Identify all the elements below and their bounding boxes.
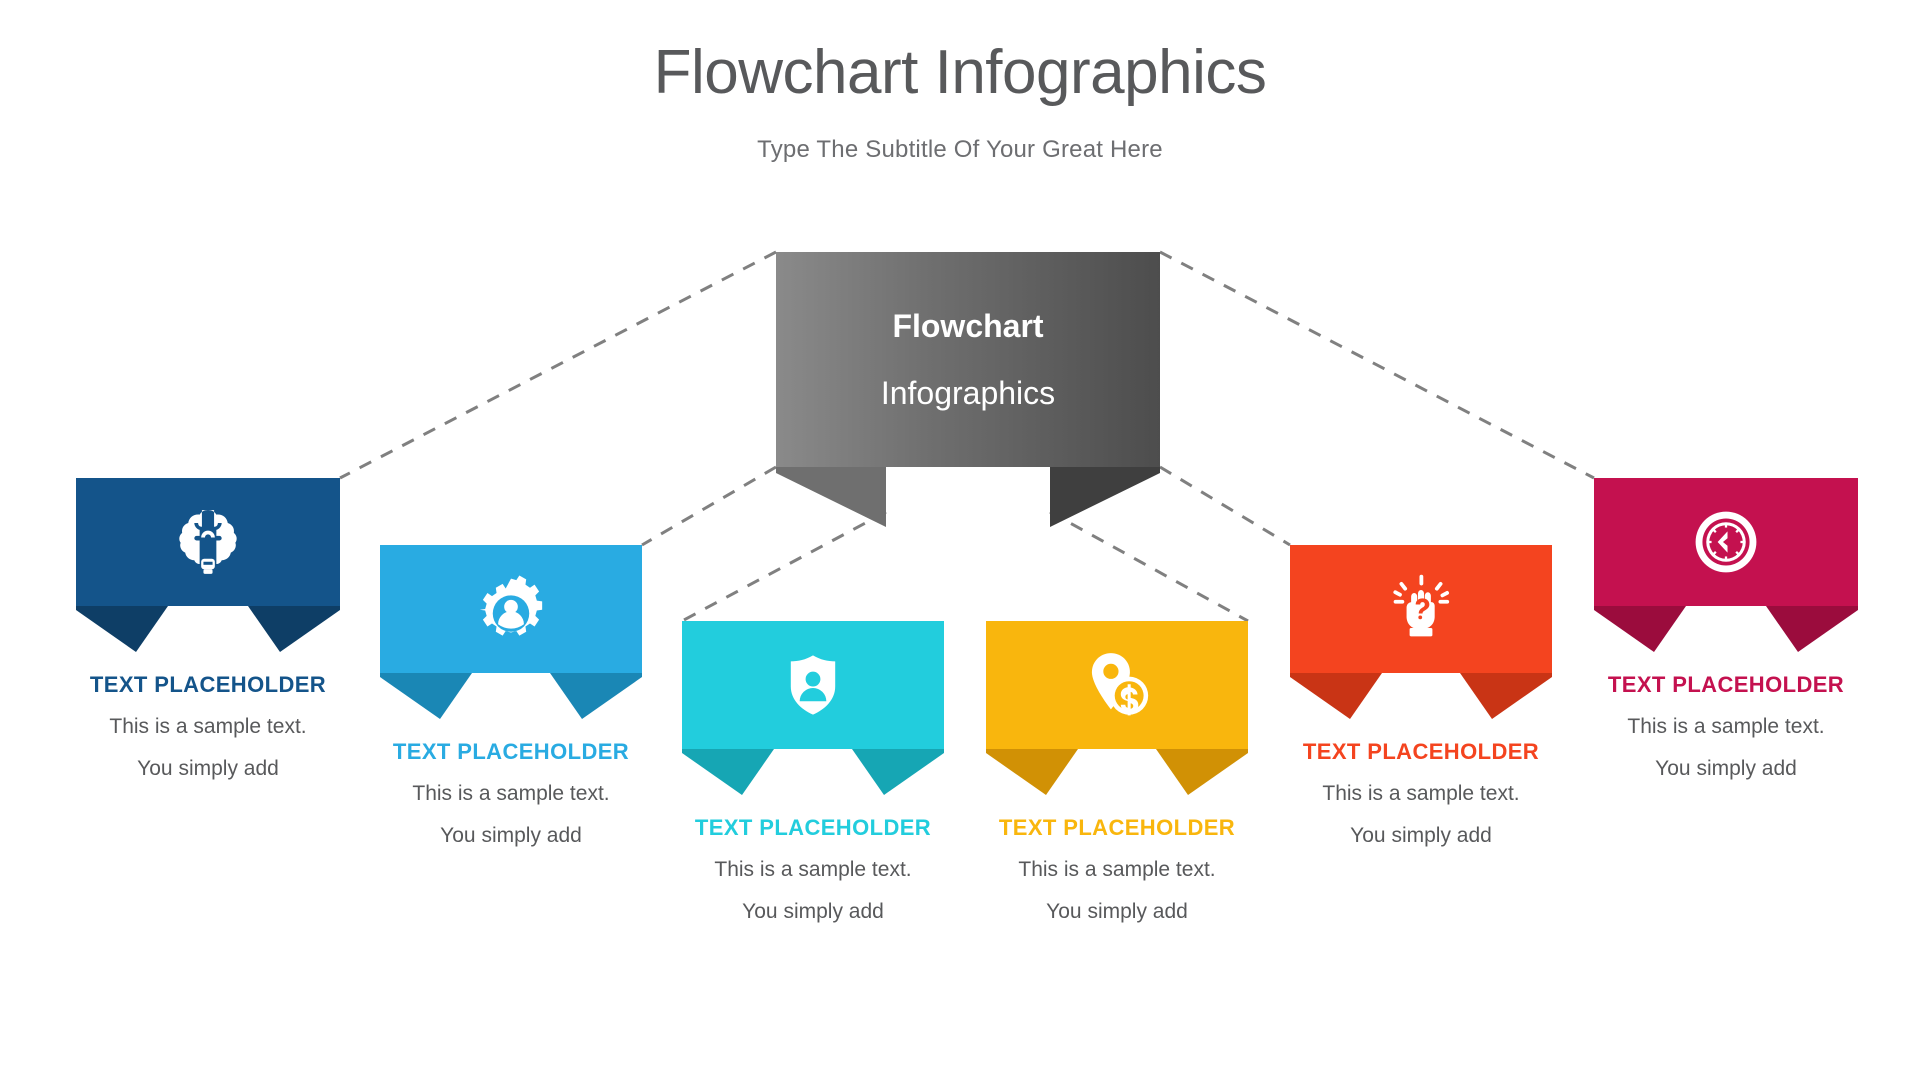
- card-label-group: TEXT PLACEHOLDER This is a sample text. …: [1608, 672, 1844, 781]
- card-panel: [682, 621, 944, 749]
- card-label-group: TEXT PLACEHOLDER This is a sample text. …: [393, 739, 629, 848]
- card-text-line1: This is a sample text.: [412, 782, 610, 806]
- card-text-line2: You simply add: [1046, 899, 1188, 923]
- edge-root-to-3: [681, 510, 887, 623]
- card-panel: [380, 545, 642, 673]
- hub-text-group: Flowchart Infographics: [776, 252, 1160, 467]
- card-gear-user[interactable]: TEXT PLACEHOLDER This is a sample text. …: [380, 545, 642, 847]
- card-brain[interactable]: TEXT PLACEHOLDER This is a sample text. …: [76, 478, 340, 780]
- card-idea-hand[interactable]: TEXT PLACEHOLDER This is a sample text. …: [1290, 545, 1552, 847]
- page-title: Flowchart Infographics: [653, 38, 1267, 107]
- card-text-line2: You simply add: [440, 823, 582, 847]
- card-label-group: TEXT PLACEHOLDER This is a sample text. …: [695, 815, 931, 924]
- card-text-line1: This is a sample text.: [1322, 782, 1520, 806]
- edge-root-to-2: [641, 465, 777, 547]
- card-panel: [986, 621, 1248, 749]
- hub-body: [776, 252, 1160, 467]
- card-label-group: TEXT PLACEHOLDER This is a sample text. …: [999, 815, 1235, 924]
- hub-subtitle: Infographics: [880, 374, 1056, 411]
- hub-tail-right: [1050, 467, 1160, 527]
- card-title: TEXT PLACEHOLDER: [1607, 672, 1845, 697]
- card-text-line1: This is a sample text.: [1018, 858, 1216, 882]
- gear-user-icon: [479, 575, 543, 636]
- edge-root-to-1: [339, 250, 777, 480]
- edge-root-to-4: [1049, 510, 1249, 623]
- card-panel: [1594, 478, 1858, 606]
- card-tails: [1594, 606, 1858, 652]
- hand-idea-icon: [1393, 574, 1450, 637]
- card-label-group: TEXT PLACEHOLDER This is a sample text. …: [1303, 739, 1539, 848]
- card-text-line2: You simply add: [1350, 823, 1492, 847]
- shield-user-icon: [790, 655, 836, 715]
- clock-icon: [1695, 511, 1757, 573]
- card-title: TEXT PLACEHOLDER: [392, 739, 630, 764]
- card-title: TEXT PLACEHOLDER: [998, 815, 1236, 840]
- card-tails: [986, 749, 1248, 795]
- card-tails: [380, 673, 642, 719]
- card-panel: [76, 478, 340, 606]
- card-title: TEXT PLACEHOLDER: [89, 672, 327, 697]
- card-text-line2: You simply add: [742, 899, 884, 923]
- card-panel: [1290, 545, 1552, 673]
- card-pin-money[interactable]: TEXT PLACEHOLDER This is a sample text. …: [986, 621, 1248, 923]
- brain-bulb-icon: [179, 510, 237, 574]
- card-text-line2: You simply add: [1655, 756, 1797, 780]
- card-shield-user[interactable]: TEXT PLACEHOLDER This is a sample text. …: [682, 621, 944, 923]
- card-clock[interactable]: TEXT PLACEHOLDER This is a sample text. …: [1594, 478, 1858, 780]
- card-text-line1: This is a sample text.: [109, 715, 307, 739]
- card-title: TEXT PLACEHOLDER: [1302, 739, 1540, 764]
- card-title: TEXT PLACEHOLDER: [694, 815, 932, 840]
- page-subtitle: Type The Subtitle Of Your Great Here: [757, 136, 1163, 163]
- hub-tail-left: [776, 467, 886, 527]
- card-tails: [1290, 673, 1552, 719]
- card-label-group: TEXT PLACEHOLDER This is a sample text. …: [90, 672, 326, 781]
- card-tails: [682, 749, 944, 795]
- card-text-line1: This is a sample text.: [714, 858, 912, 882]
- hub-title: Flowchart: [892, 307, 1044, 344]
- card-tails: [76, 606, 340, 652]
- edge-root-to-5: [1159, 465, 1291, 547]
- pin-dollar-icon: [1091, 653, 1149, 716]
- edge-root-to-6: [1159, 250, 1595, 480]
- card-text-line1: This is a sample text.: [1627, 715, 1825, 739]
- card-text-line2: You simply add: [137, 756, 279, 780]
- hub-node[interactable]: Flowchart Infographics: [776, 252, 1160, 527]
